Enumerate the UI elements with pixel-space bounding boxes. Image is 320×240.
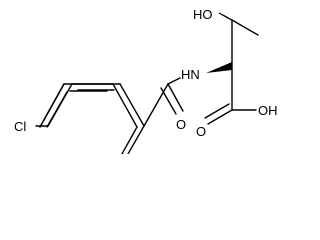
carbonyl-double-bond-b <box>160 87 177 115</box>
acid-oxygen-label: O <box>196 124 206 139</box>
hydroxyl-label: HO <box>193 7 213 22</box>
ring-carbonyl-bond <box>143 83 169 127</box>
chlorine-label: Cl <box>14 119 26 134</box>
aromatic-ring <box>47 83 145 154</box>
carbonyl-double-bond-a <box>167 83 184 112</box>
amide-oxygen-label: O <box>176 117 186 132</box>
benzene-ring <box>39 83 138 154</box>
carboxyl-double-bond-b <box>204 103 230 119</box>
beta-methyl-bond <box>231 19 259 36</box>
wedge-bond <box>206 62 232 73</box>
amide-nh-label: HN <box>181 67 200 82</box>
acid-oh-label: OH <box>258 103 278 118</box>
carboxyl-double-bond-a <box>207 109 233 125</box>
carbonyl-nh-bond <box>167 77 181 85</box>
molecule-structure: Cl O HN HO O OH <box>14 7 278 154</box>
